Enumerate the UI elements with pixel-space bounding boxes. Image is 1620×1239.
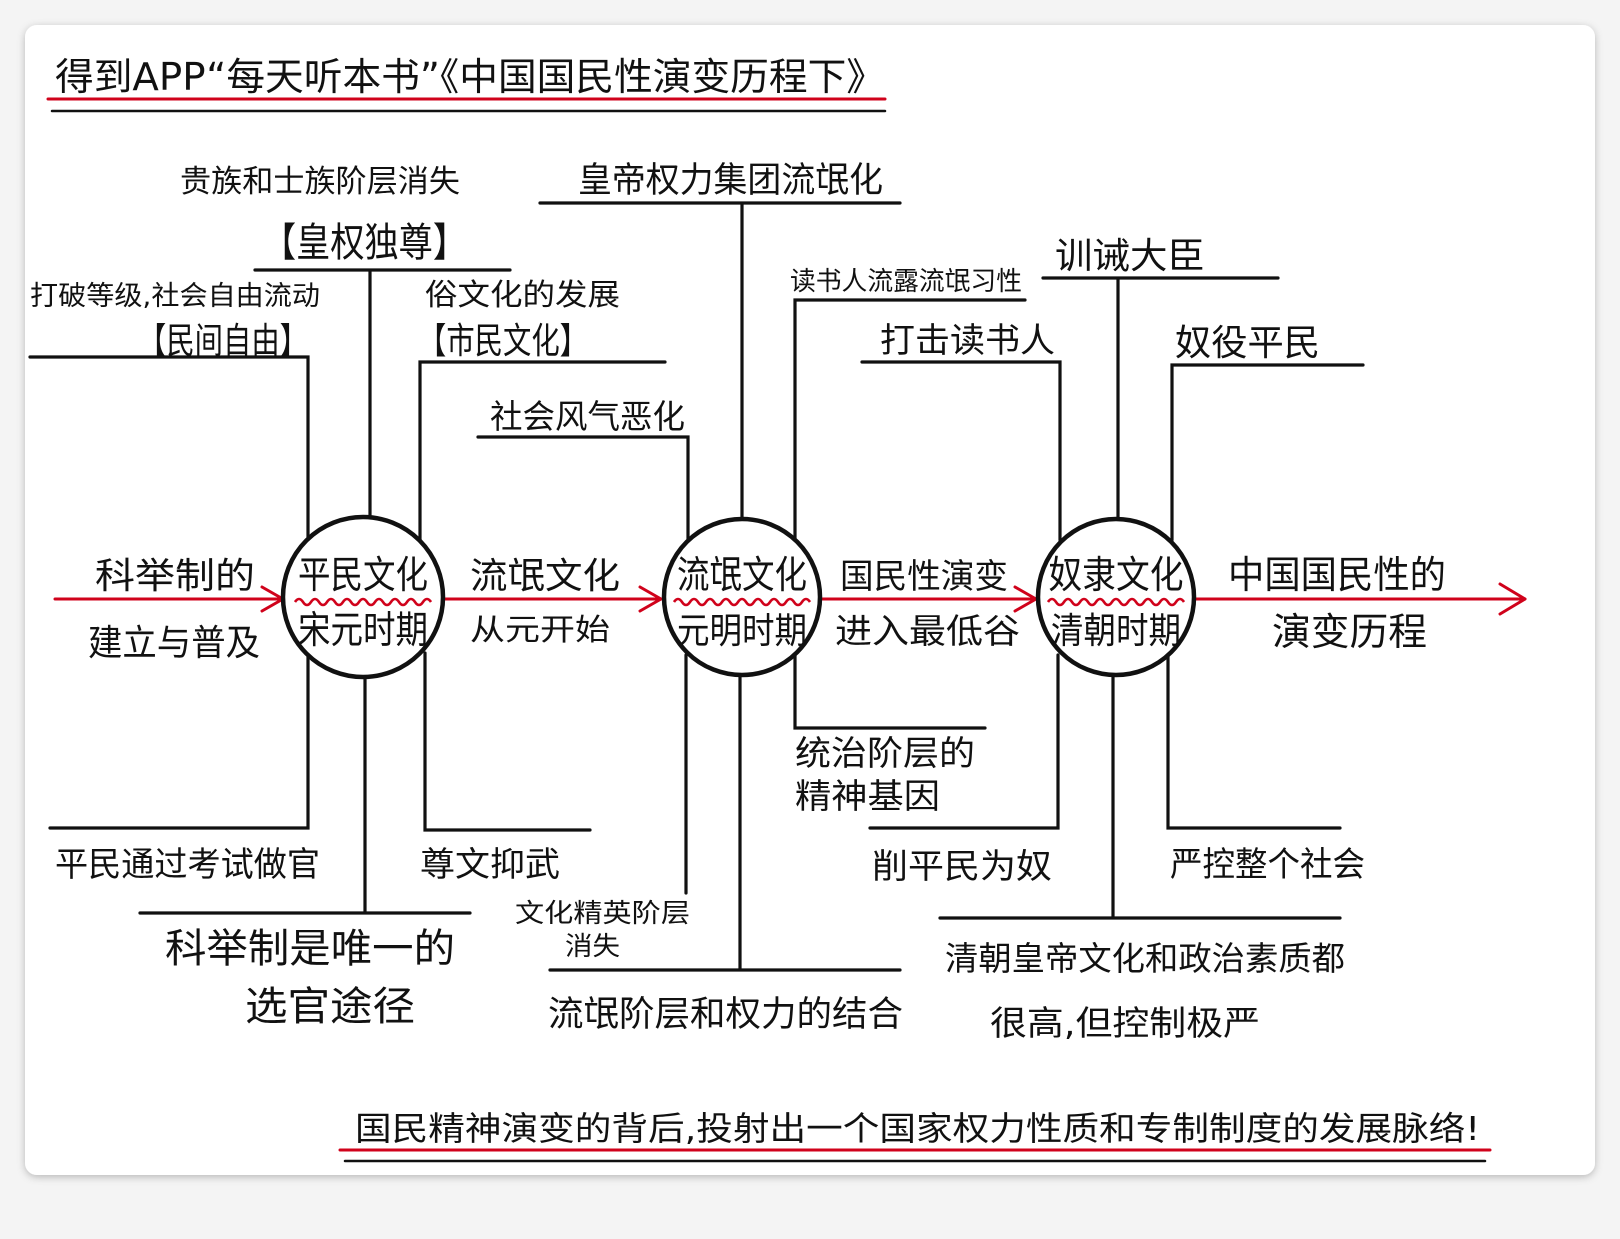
transition-1-above: 流氓文化: [470, 556, 620, 597]
stage-3-bottom-left-label: 削平民为奴: [872, 847, 1052, 887]
stage-2-branch-top-left: [476, 435, 690, 542]
stage-1-branch-top-left: [28, 355, 310, 541]
stage-3: 奴隶文化 清朝时期 打击读书人 训诫大臣 奴役平民 削平民为奴 清朝皇帝文化和政…: [860, 236, 1365, 1044]
stage-2-branch-bottom-right: [793, 653, 987, 730]
stage-1-top-left-label: 【民间自由】: [138, 321, 308, 362]
stage-3-branch-bottom-right: [1166, 653, 1342, 830]
stage-2-name: 流氓文化: [677, 553, 807, 597]
transition-2-below: 进入最低谷: [835, 612, 1020, 652]
stage-1-branch-bottom-left: [48, 653, 310, 830]
start-label-line1: 科举制的: [95, 556, 255, 597]
stage-1-bottom-right-label: 尊文抑武: [420, 845, 560, 885]
stage-3-branch-top-right: [1170, 363, 1365, 542]
start-label-line2: 建立与普及: [88, 623, 260, 664]
stage-2-branch-bottom-middle: [548, 673, 902, 972]
stage-1-bottom-middle-line2: 选官途径: [245, 984, 415, 1030]
stage-2: 流氓文化 元明时期 社会风气恶化 皇帝权力集团流氓化 读书人流露流氓习性 文化精…: [476, 161, 1027, 1035]
stage-1-wave-underline: [293, 597, 433, 607]
stage-1-top-middle-caption: 贵族和士族阶层消失: [180, 164, 460, 200]
end-label-line1: 中国国民性的: [1228, 553, 1446, 597]
stage-3-bottom-right-label: 严控整个社会: [1170, 845, 1365, 885]
stage-1-circle: [280, 514, 446, 680]
stage-2-bottom-middle-label: 流氓阶层和权力的结合: [548, 995, 903, 1035]
stage-3-top-left-label: 打击读书人: [880, 321, 1055, 361]
stage-1-period: 宋元时期: [298, 608, 428, 652]
stage-3-branch-bottom-left: [868, 653, 1060, 830]
stage-1-bottom-left-label: 平民通过考试做官: [55, 845, 320, 885]
stage-3-top-right-label: 奴役平民: [1175, 323, 1320, 364]
stage-1-name: 平民文化: [298, 553, 428, 597]
stage-1-branch-top-right: [418, 360, 667, 542]
stage-2-bottom-right-line1: 统治阶层的: [795, 734, 975, 774]
stage-1-branch-bottom-right: [423, 651, 592, 832]
stage-3-top-middle-label: 训诫大臣: [1055, 236, 1205, 277]
stage-1-top-right-label: 【市民文化】: [418, 321, 588, 362]
stage-3-branch-bottom-middle: [938, 673, 1342, 920]
stage-1-branch-top-middle: [253, 268, 512, 519]
stage-2-bottom-right-line2: 精神基因: [795, 777, 940, 817]
stage-1: 平民文化 宋元时期 打破等级,社会自由流动 【民间自由】 贵族和士族阶层消失 【…: [28, 164, 667, 1030]
stage-3-branch-top-left: [860, 360, 1062, 542]
stage-1-branch-bottom-middle: [138, 675, 472, 915]
stage-2-wave-underline: [672, 597, 812, 607]
stage-2-top-middle-label: 皇帝权力集团流氓化: [578, 161, 883, 201]
transition-1-below: 从元开始: [470, 613, 610, 648]
stage-2-branch-top-right: [793, 298, 1027, 542]
stage-3-branch-top-middle: [1041, 276, 1280, 521]
arrowhead-end: [1498, 582, 1527, 616]
page-title: 得到APP“每天听本书”《中国国民性演变历程下》: [55, 55, 885, 99]
stage-2-bottom-left-line1: 文化精英阶层: [515, 899, 690, 929]
stage-1-top-right-caption: 俗文化的发展: [425, 278, 620, 313]
stage-2-bottom-left-line2: 消失: [565, 932, 620, 962]
stage-1-bottom-middle-line1: 科举制是唯一的: [165, 926, 455, 972]
stage-3-name: 奴隶文化: [1049, 553, 1184, 597]
footer-conclusion: 国民精神演变的背后,投射出一个国家权力性质和专制制度的发展脉络!: [355, 1109, 1480, 1148]
stage-2-period: 元明时期: [677, 611, 807, 652]
stage-3-circle: [1035, 516, 1197, 678]
stage-2-branch-top-middle: [538, 201, 902, 521]
stage-1-top-middle-label: 【皇权独尊】: [262, 220, 467, 266]
stage-2-top-left-label: 社会风气恶化: [490, 397, 685, 436]
stage-3-bottom-middle-line1: 清朝皇帝文化和政治素质都: [945, 939, 1345, 978]
stage-3-period: 清朝时期: [1051, 611, 1181, 652]
stage-1-top-left-caption: 打破等级,社会自由流动: [30, 281, 320, 312]
end-label-line2: 演变历程: [1272, 610, 1427, 654]
stage-2-top-right-label: 读书人流露流氓习性: [790, 267, 1022, 297]
stage-3-wave-underline: [1046, 597, 1186, 607]
arrowhead-1: [638, 585, 663, 613]
transition-2-above: 国民性演变: [840, 557, 1008, 597]
stage-3-bottom-middle-line2: 很高,但控制极严: [990, 1004, 1260, 1044]
